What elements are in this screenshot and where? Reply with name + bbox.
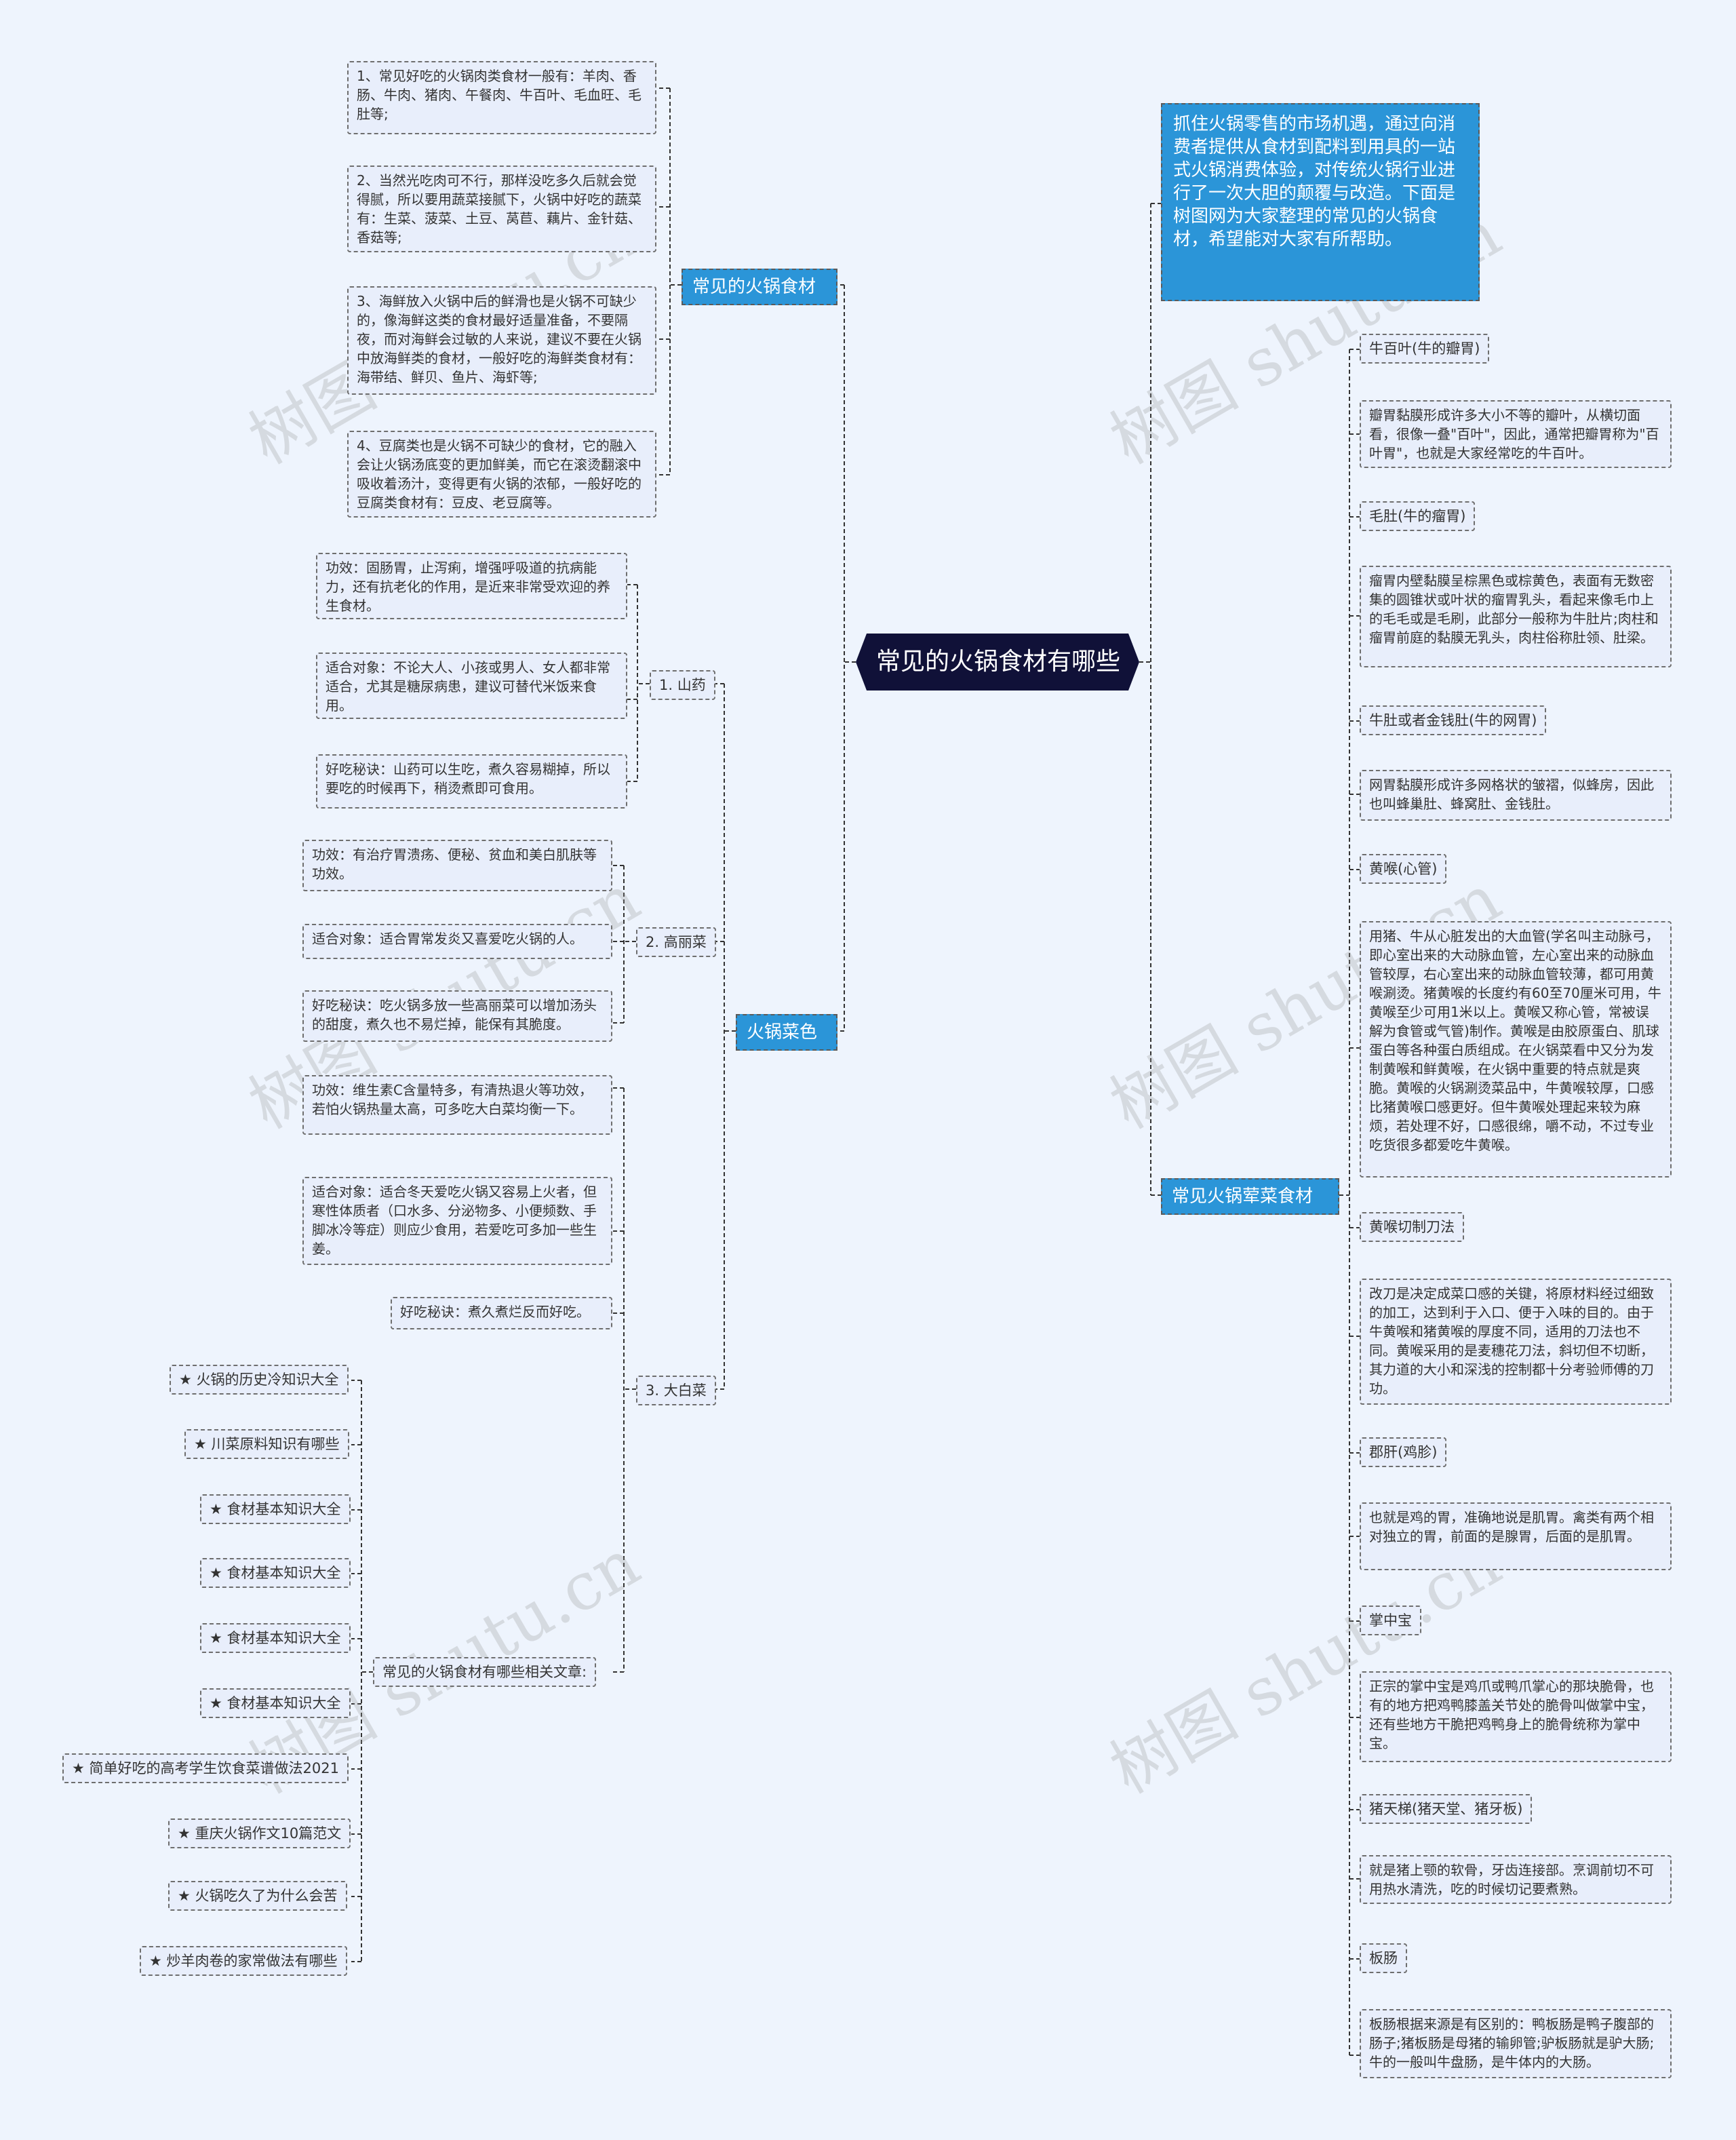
related-link[interactable]: ★ 川菜原料知识有哪些	[184, 1429, 349, 1459]
common-item[interactable]: 1、常见好吃的火锅肉类食材一般有：羊肉、香肠、牛肉、猪肉、午餐肉、牛百叶、毛血旺…	[347, 61, 656, 134]
meat-desc[interactable]: 用猪、牛从心脏发出的大血管(学名叫主动脉弓，即心室出来的大动脉血管，左心室出来的…	[1360, 921, 1672, 1178]
cabbage-item[interactable]: 好吃秘诀：吃火锅多放一些高丽菜可以增加汤头的甜度，煮久也不易烂掉，能保有其脆度。	[302, 990, 612, 1042]
yam-item[interactable]: 好吃秘诀：山药可以生吃，煮久容易糊掉，所以要吃的时候再下，稍烫煮即可食用。	[316, 754, 627, 809]
meat-title[interactable]: 牛百叶(牛的瓣胃)	[1360, 334, 1490, 364]
meat-title[interactable]: 毛肚(牛的瘤胃)	[1360, 501, 1476, 531]
common-item[interactable]: 2、当然光吃肉可不行，那样没吃多久后就会觉得腻，所以要用蔬菜接腻下，火锅中好吃的…	[347, 166, 656, 252]
veg-yam[interactable]: 1. 山药	[650, 670, 715, 700]
veg-cabbage[interactable]: 2. 高丽菜	[636, 927, 716, 957]
yam-item[interactable]: 适合对象：不论大人、小孩或男人、女人都非常适合，尤其是糖尿病患，建议可替代米饭来…	[316, 653, 627, 719]
meat-desc[interactable]: 板肠根据来源是有区别的：鸭板肠是鸭子腹部的肠子;猪板肠是母猪的输卵管;驴板肠就是…	[1360, 2009, 1672, 2078]
napa-item[interactable]: 好吃秘诀：煮久煮烂反而好吃。	[391, 1297, 612, 1329]
intro-note[interactable]: 抓住火锅零售的市场机遇，通过向消费者提供从食材到配料到用具的一站式火锅消费体验，…	[1161, 103, 1480, 301]
branch-common-ingredients[interactable]: 常见的火锅食材	[682, 269, 837, 305]
meat-desc[interactable]: 就是猪上颚的软骨，牙齿连接部。烹调前切不可用热水清洗，吃的时候切记要煮熟。	[1360, 1855, 1672, 1904]
cabbage-item[interactable]: 适合对象：适合胃常发炎又喜爱吃火锅的人。	[302, 924, 612, 959]
meat-title[interactable]: 牛肚或者金钱肚(牛的网胃)	[1360, 705, 1547, 735]
related-link[interactable]: ★ 炒羊肉卷的家常做法有哪些	[140, 1946, 347, 1976]
yam-item[interactable]: 功效：固肠胃，止泻痢，增强呼吸道的抗病能力，还有抗老化的作用，是近来非常受欢迎的…	[316, 553, 627, 619]
meat-title[interactable]: 黄喉切制刀法	[1360, 1212, 1464, 1242]
related-link[interactable]: ★ 重庆火锅作文10篇范文	[168, 1818, 351, 1848]
related-link[interactable]: ★ 食材基本知识大全	[200, 1558, 351, 1588]
branch-hotpot-vegetables[interactable]: 火锅菜色	[736, 1014, 837, 1051]
related-link[interactable]: ★ 火锅吃久了为什么会苦	[168, 1881, 347, 1911]
meat-desc[interactable]: 瓣胃黏膜形成许多大小不等的瓣叶，从横切面看，很像一叠"百叶"，因此，通常把瓣胃称…	[1360, 400, 1672, 468]
meat-desc[interactable]: 瘤胃内壁黏膜呈棕黑色或棕黄色，表面有无数密集的圆锥状或叶状的瘤胃乳头，看起来像毛…	[1360, 566, 1672, 667]
meat-desc[interactable]: 网胃黏膜形成许多网格状的皱褶，似蜂房，因此也叫蜂巢肚、蜂窝肚、金钱肚。	[1360, 770, 1672, 821]
common-item[interactable]: 3、海鲜放入火锅中后的鲜滑也是火锅不可缺少的，像海鲜这类的食材最好适量准备，不要…	[347, 286, 656, 395]
related-articles[interactable]: 常见的火锅食材有哪些相关文章:	[373, 1657, 597, 1687]
napa-item[interactable]: 功效：维生素C含量特多，有清热退火等功效，若怕火锅热量太高，可多吃大白菜均衡一下…	[302, 1075, 612, 1135]
meat-desc[interactable]: 正宗的掌中宝是鸡爪或鸭爪掌心的那块脆骨，也有的地方把鸡鸭膝盖关节处的脆骨叫做掌中…	[1360, 1671, 1672, 1762]
related-link[interactable]: ★ 火锅的历史冷知识大全	[170, 1365, 349, 1395]
meat-desc[interactable]: 改刀是决定成菜口感的关键，将原材料经过细致的加工，达到利于入口、便于入味的目的。…	[1360, 1279, 1672, 1405]
related-link[interactable]: ★ 食材基本知识大全	[200, 1494, 351, 1524]
related-link[interactable]: ★ 食材基本知识大全	[200, 1623, 351, 1653]
meat-desc[interactable]: 也就是鸡的胃，准确地说是肌胃。禽类有两个相对独立的胃，前面的是腺胃，后面的是肌胃…	[1360, 1502, 1672, 1570]
related-link[interactable]: ★ 简单好吃的高考学生饮食菜谱做法2021	[62, 1753, 349, 1783]
cabbage-item[interactable]: 功效：有治疗胃溃疡、便秘、贫血和美白肌肤等功效。	[302, 840, 612, 891]
meat-title[interactable]: 板肠	[1360, 1943, 1407, 1973]
meat-title[interactable]: 郡肝(鸡胗)	[1360, 1437, 1447, 1467]
meat-title[interactable]: 猪天梯(猪天堂、猪牙板)	[1360, 1794, 1533, 1824]
common-item[interactable]: 4、豆腐类也是火锅不可缺少的食材，它的融入会让火锅汤底变的更加鲜美，而它在滚烫翻…	[347, 431, 656, 518]
napa-item[interactable]: 适合对象：适合冬天爱吃火锅又容易上火者，但寒性体质者（口水多、分泌物多、小便频数…	[302, 1177, 612, 1265]
related-link[interactable]: ★ 食材基本知识大全	[200, 1688, 351, 1718]
branch-common-meat[interactable]: 常见火锅荤菜食材	[1161, 1178, 1339, 1215]
root-topic[interactable]: 常见的火锅食材有哪些	[856, 634, 1139, 690]
meat-title[interactable]: 掌中宝	[1360, 1606, 1421, 1635]
veg-napa[interactable]: 3. 大白菜	[636, 1376, 716, 1405]
meat-title[interactable]: 黄喉(心管)	[1360, 854, 1447, 884]
